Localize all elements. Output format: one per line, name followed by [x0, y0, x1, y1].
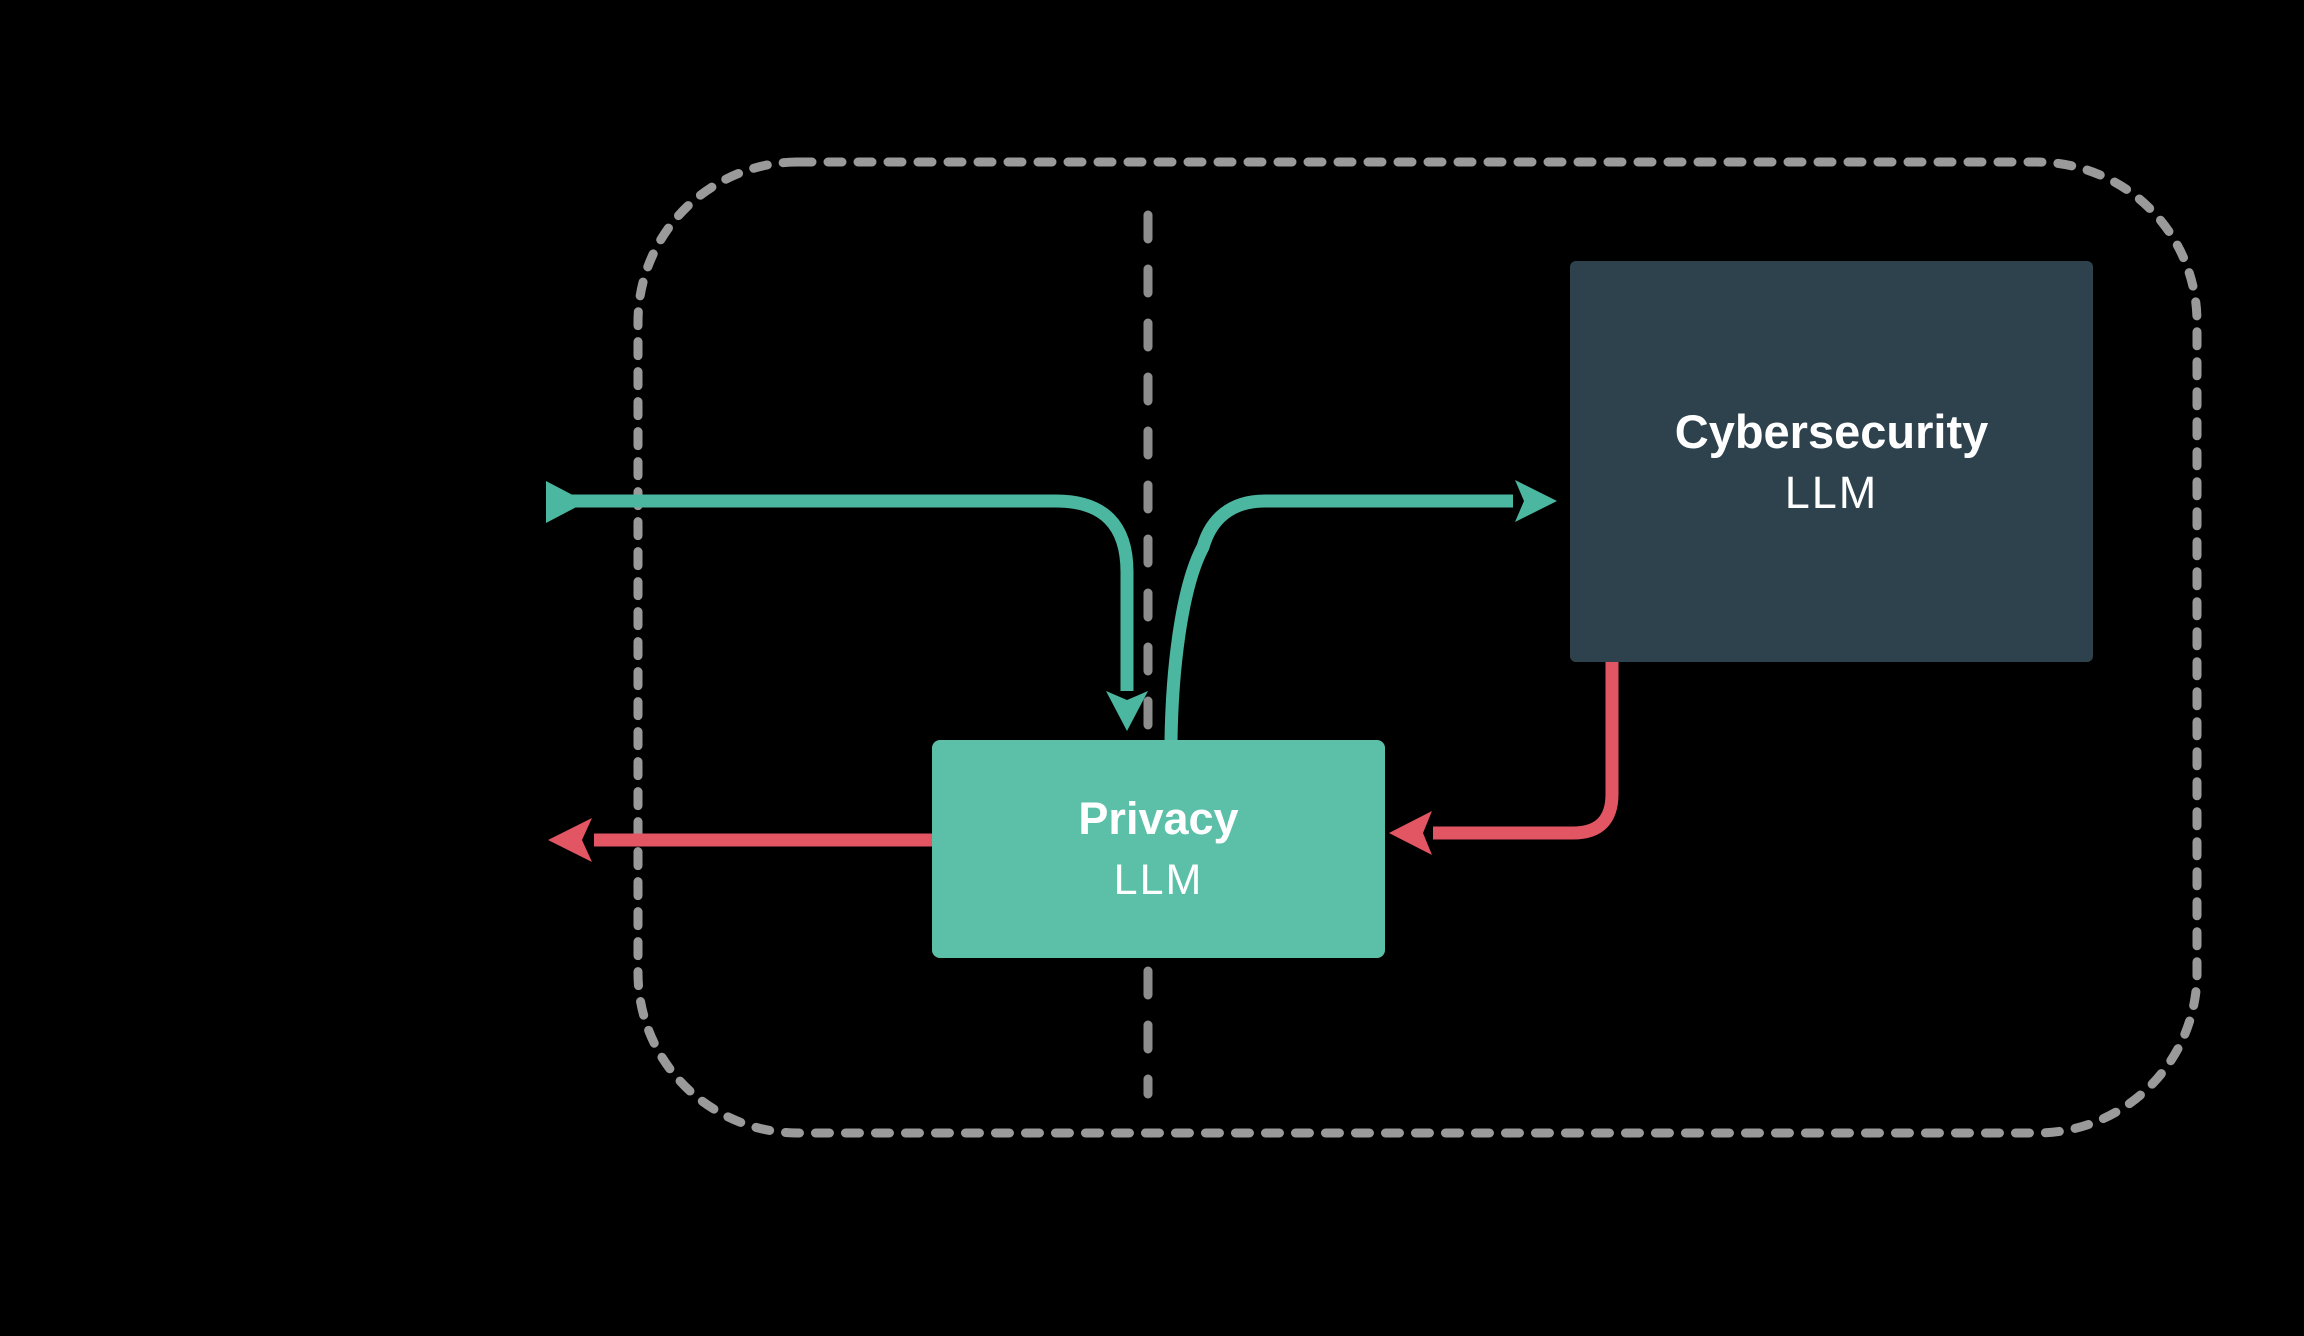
cybersecurity-to-privacy-arrowhead-icon — [1389, 811, 1432, 855]
privacy-to-cybersecurity-line — [1164, 494, 1513, 742]
trust-boundary-border — [633, 157, 2202, 1138]
privacy-llm-title: Privacy — [1078, 793, 1239, 845]
input-arrowhead-icon — [1106, 691, 1148, 731]
node-privacy-llm: Privacy LLM — [932, 740, 1385, 958]
cybersecurity-to-privacy-line — [1433, 662, 1619, 840]
output-arrowhead-icon — [548, 818, 592, 862]
privacy-to-cybersecurity-arrowhead-icon — [1515, 480, 1557, 522]
cybersecurity-llm-title: Cybersecurity — [1674, 404, 1989, 458]
cybersecurity-llm-subtitle: LLM — [1784, 466, 1879, 518]
node-cybersecurity-llm: Cybersecurity LLM — [1570, 261, 2093, 662]
input-arrow-line — [563, 494, 1134, 691]
privacy-llm-subtitle: LLM — [1113, 856, 1204, 905]
